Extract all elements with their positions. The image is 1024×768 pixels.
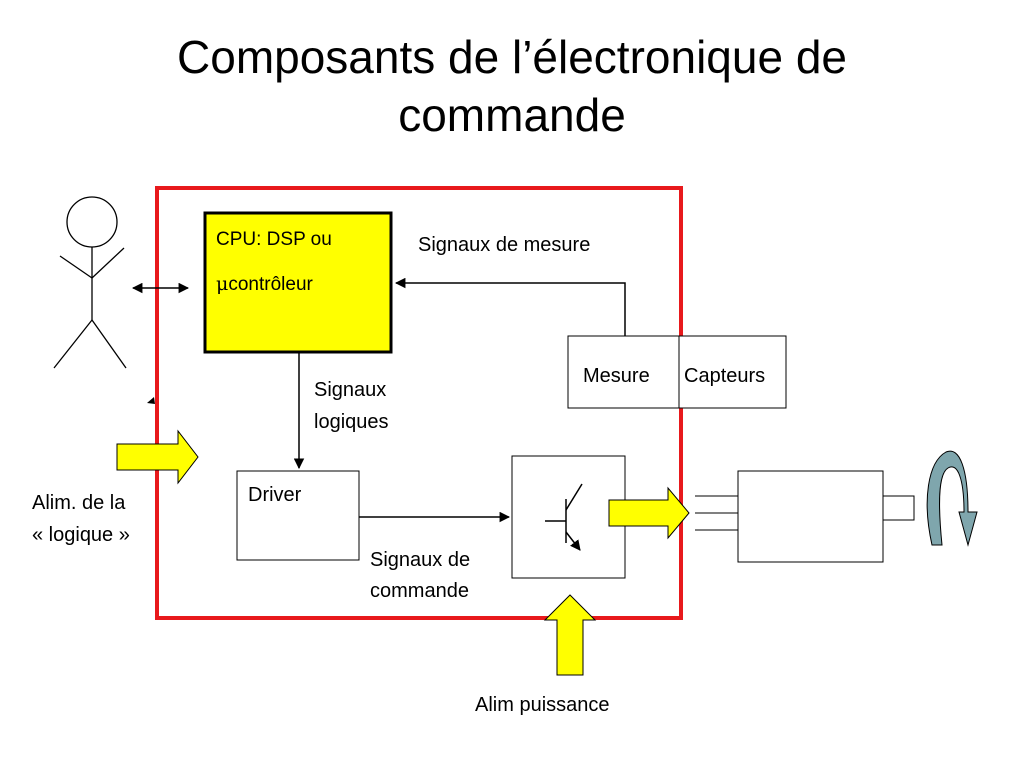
cpu-label-line-2: μcontrôleur: [216, 273, 314, 295]
measure-feedback-arrow: [394, 277, 626, 336]
title-line-1: Composants de l’électronique de: [177, 31, 847, 83]
alim-logique-label-2: « logique »: [32, 524, 130, 546]
cpu-block: [203, 211, 393, 354]
slide-title: Composants de l’électronique de commande: [0, 28, 1024, 144]
title-line-2: commande: [398, 89, 626, 141]
driver-block: [236, 470, 360, 561]
alim-logique-label-1: Alim. de la: [32, 492, 126, 514]
driver-label: Driver: [248, 484, 302, 506]
alim-puissance-label: Alim puissance: [475, 694, 610, 716]
small-marker-tick: [147, 397, 155, 404]
signaux-logiques-label-1: Signaux: [314, 379, 386, 401]
cpu-label-line-1: CPU: DSP ou: [216, 229, 332, 250]
mesure-block: [567, 335, 680, 409]
output-power-arrow-icon: [608, 486, 690, 540]
cpu-label-controleur: contrôleur: [228, 274, 313, 295]
motor-shaft: [882, 495, 915, 521]
signaux-logiques-label-2: logiques: [314, 411, 389, 433]
power-supply-arrow-icon: [543, 594, 597, 676]
motor-wires: [695, 495, 738, 531]
capteurs-block: [678, 335, 787, 409]
mu-symbol: μ: [216, 273, 228, 295]
rotation-arrow-icon: [926, 450, 978, 547]
transistor-icon: [545, 483, 583, 551]
user-figure-icon: [53, 196, 127, 369]
signaux-commande-label-2: commande: [370, 580, 469, 602]
power-switch-block: [511, 455, 626, 579]
mesure-label: Mesure: [583, 365, 650, 387]
capteurs-label: Capteurs: [684, 365, 765, 387]
motor-body: [737, 470, 884, 563]
signaux-mesure-label: Signaux de mesure: [418, 234, 590, 256]
logic-power-arrow-icon: [116, 429, 199, 485]
signaux-commande-label-1: Signaux de: [370, 549, 470, 571]
